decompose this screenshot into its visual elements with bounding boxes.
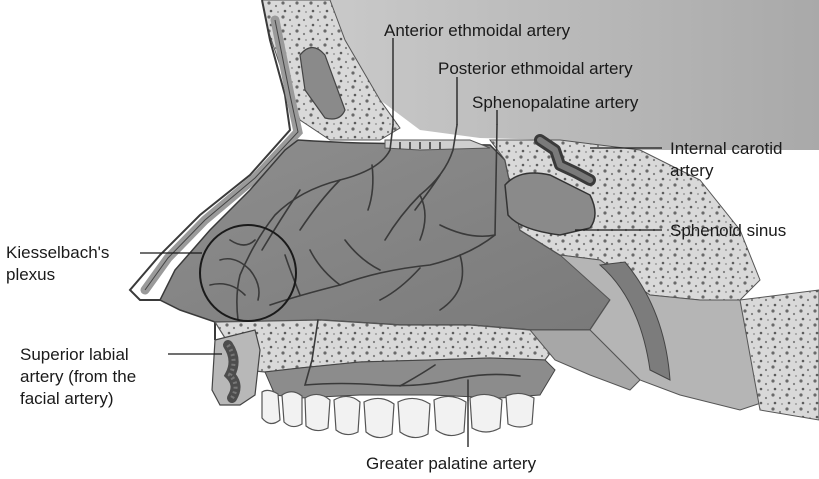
- label-superior-labial-line3: facial artery): [20, 388, 114, 409]
- label-greater-palatine-artery: Greater palatine artery: [366, 453, 536, 474]
- label-superior-labial-line1: Superior labial: [20, 344, 129, 365]
- label-internal-carotid-line2: artery: [670, 160, 713, 181]
- label-superior-labial-line2: artery (from the: [20, 366, 136, 387]
- label-kiesselbach-line2: plexus: [6, 264, 55, 285]
- label-internal-carotid-line1: Internal carotid: [670, 138, 782, 159]
- label-anterior-ethmoidal-artery: Anterior ethmoidal artery: [384, 20, 570, 41]
- label-sphenopalatine-artery: Sphenopalatine artery: [472, 92, 638, 113]
- label-kiesselbach-line1: Kiesselbach's: [6, 242, 109, 263]
- label-posterior-ethmoidal-artery: Posterior ethmoidal artery: [438, 58, 633, 79]
- label-sphenoid-sinus: Sphenoid sinus: [670, 220, 786, 241]
